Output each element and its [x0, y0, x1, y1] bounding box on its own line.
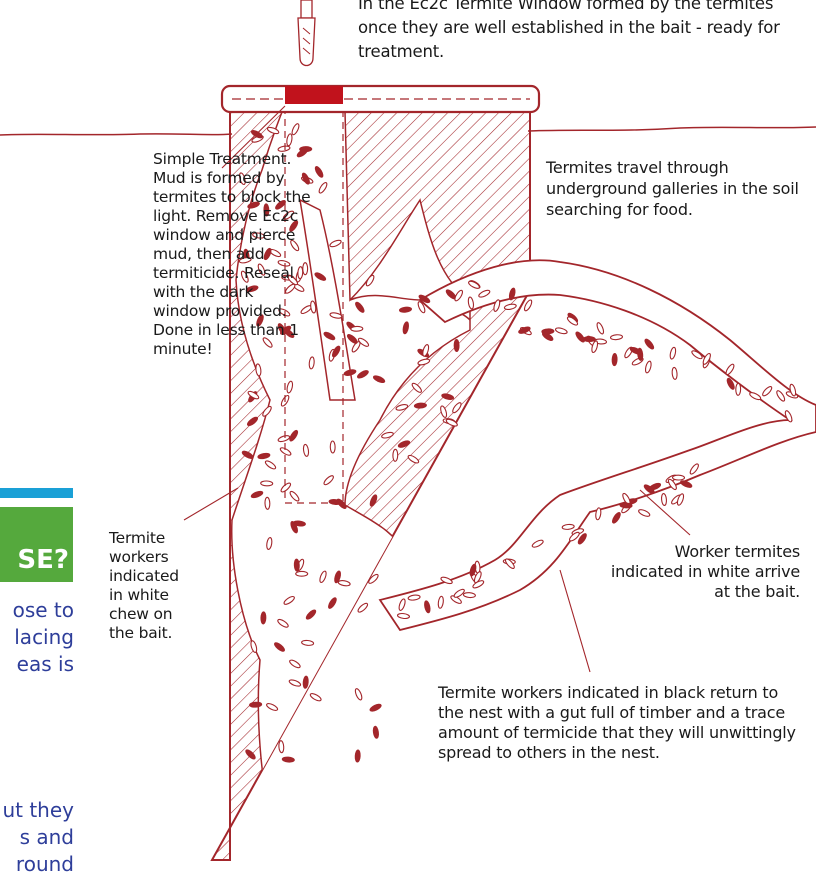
termite-worker-feeding [463, 592, 475, 598]
termite-worker-feeding [638, 508, 651, 517]
body-text-line: lacing [0, 625, 74, 649]
termite-worker-feeding [555, 327, 568, 335]
label-workers-arrive: Worker termites indicated in white arriv… [600, 542, 800, 602]
termite-worker-returning [414, 403, 426, 409]
termite-worker-feeding [669, 347, 676, 360]
body-text-line: eas is [0, 652, 74, 676]
termite-worker-feeding [661, 493, 667, 505]
label-underground-galleries: Termites travel through underground gall… [546, 157, 814, 220]
banner-blue-strip [0, 488, 73, 498]
termite-worker-returning [644, 338, 655, 350]
banner-heading: SE? [17, 545, 69, 575]
termite-worker-returning [261, 612, 266, 624]
label-workers-chew: Termite workers indicated in white chew … [109, 529, 189, 643]
termite-worker-feeding [296, 571, 308, 576]
termite-worker-returning [282, 757, 294, 763]
body-text-line: ose to [0, 598, 74, 622]
termite-worker-returning [303, 676, 309, 688]
termite-worker-returning [355, 750, 360, 762]
termite-worker-feeding [644, 361, 652, 374]
probe-icon [298, 0, 315, 66]
termite-worker-feeding [357, 602, 369, 614]
termite-worker-feeding [354, 688, 363, 701]
termite-worker-feeding [596, 322, 605, 335]
termite-worker-feeding [736, 383, 741, 395]
termite-worker-returning [369, 703, 382, 713]
mud-plug [285, 86, 343, 104]
termite-worker-returning [542, 329, 554, 334]
termite-worker-returning [611, 511, 622, 524]
termite-worker-feeding [309, 692, 322, 702]
termite-worker-feeding [393, 449, 398, 461]
termite-worker-feeding [278, 741, 284, 753]
label-workers-return: Termite workers indicated in black retur… [438, 683, 798, 763]
termite-worker-feeding [351, 326, 363, 331]
termite-worker-returning [620, 503, 632, 509]
termite-worker-feeding [330, 441, 335, 453]
body-text-line: round [0, 852, 74, 876]
body-text-line: ut they [0, 798, 74, 822]
termite-worker-feeding [672, 475, 684, 480]
termite-worker-feeding [610, 334, 622, 340]
section-banner: SE? [0, 507, 73, 582]
termite-worker-feeding [672, 367, 678, 379]
termite-worker-returning [294, 559, 299, 571]
label-simple-treatment: Simple Treatment. Mud is formed by termi… [153, 150, 313, 359]
termite-worker-feeding [265, 497, 270, 509]
termite-worker-returning [373, 726, 379, 739]
leader-return [560, 570, 590, 672]
termite-worker-returning [454, 339, 459, 351]
label-termite-window: In the Ec2c Termite Window formed by the… [358, 0, 813, 64]
termite-worker-returning [249, 702, 261, 708]
body-text-line: s and [0, 825, 74, 849]
termite-worker-returning [612, 354, 617, 366]
termite-worker-feeding [261, 481, 273, 486]
